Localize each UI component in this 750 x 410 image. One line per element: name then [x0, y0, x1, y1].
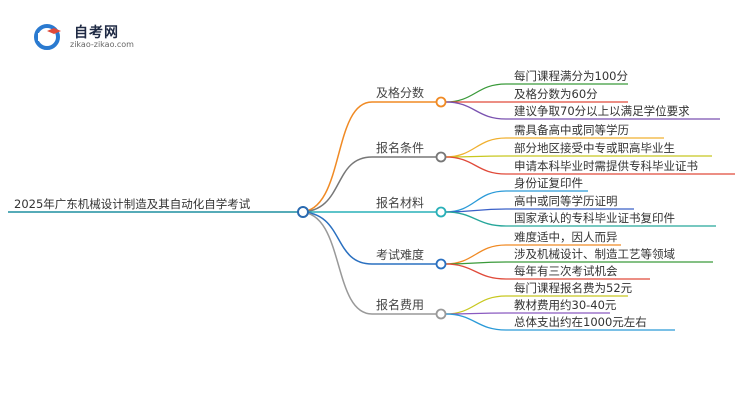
branch-connector [299, 101, 373, 213]
leaf-item: 每门课程满分为100分 [514, 69, 628, 83]
leaf-item: 总体支出约在1000元左右 [514, 315, 647, 329]
leaf-connector [444, 313, 507, 331]
branch-label: 报名费用 [376, 298, 425, 312]
branch-node [435, 96, 447, 108]
branch-connector [299, 156, 373, 213]
branch-node [435, 308, 447, 320]
leaf-item: 高中或同等学历证明 [514, 194, 618, 208]
leaf-connector [444, 211, 507, 227]
branch-node [435, 258, 447, 270]
leaf-item: 难度适中，因人而异 [514, 230, 618, 244]
logo-name: 自考网 [74, 25, 119, 41]
leaf-item: 每年有三次考试机会 [514, 264, 618, 278]
leaf-connector [444, 263, 507, 280]
leaf-item: 需具备高中或同等学历 [514, 123, 629, 137]
root-topic: 2025年广东机械设计制造及其自动化自学考试 [14, 197, 251, 211]
leaf-item: 教材费用约30-40元 [514, 298, 617, 312]
leaf-connector [444, 208, 507, 213]
leaf-item: 建议争取70分以上以满足学位要求 [514, 104, 690, 118]
logo-domain: zikao-zikao.com [70, 40, 134, 49]
leaf-item: 部分地区接受中专或职高毕业生 [514, 141, 675, 155]
site-logo[interactable]: 自考网 zikao-zikao.com [34, 20, 144, 54]
leaf-connector [444, 101, 507, 120]
leaf-item: 国家承认的专科毕业证书复印件 [514, 211, 675, 225]
branch-node [435, 151, 447, 163]
leaf-item: 身份证复印件 [514, 176, 583, 190]
graduation-cap-icon [34, 24, 61, 50]
branch-node [435, 206, 447, 218]
branch-connector [299, 211, 373, 265]
leaf-item: 及格分数为60分 [514, 87, 598, 101]
branch-label: 报名材料 [376, 196, 425, 210]
branch-label: 报名条件 [376, 141, 425, 155]
leaf-connector [444, 244, 507, 265]
root-node [297, 206, 309, 218]
leaf-item: 每门课程报名费为52元 [514, 281, 633, 295]
leaf-item: 涉及机械设计、制造工艺等领域 [514, 247, 675, 261]
leaf-connector [444, 156, 507, 175]
leaf-connector [444, 83, 507, 103]
leaf-connector [444, 137, 507, 158]
branch-label: 考试难度 [376, 248, 425, 262]
branch-connector [299, 211, 373, 315]
leaf-connector [444, 295, 507, 315]
branch-label: 及格分数 [376, 86, 425, 100]
leaf-item: 申请本科毕业时需提供专科毕业证书 [514, 159, 698, 173]
